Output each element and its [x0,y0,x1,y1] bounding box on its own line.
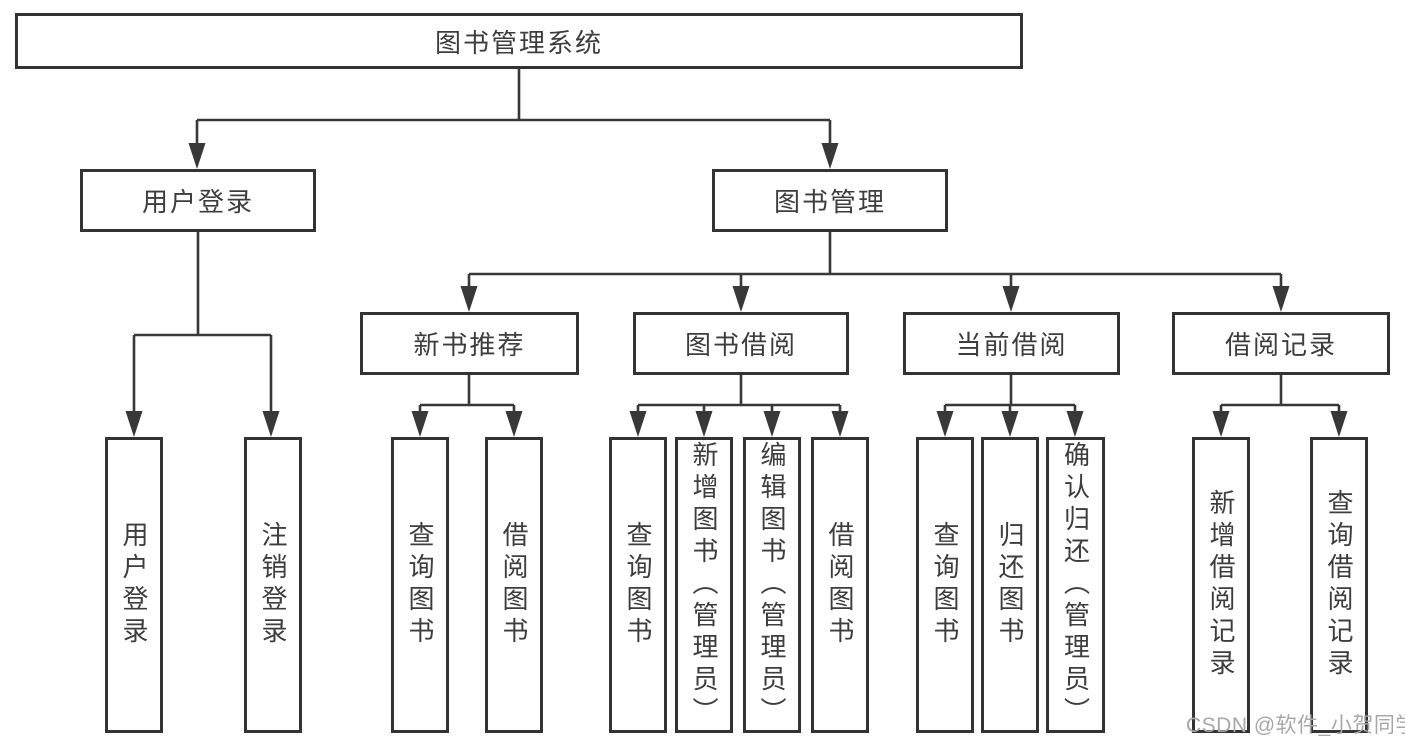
node-library-management-system: 图书管理系统 [15,13,1023,69]
node-label: 新增借阅记录 [1206,489,1236,681]
arrow-down-icon [831,411,849,437]
arrow-down-icon [1001,411,1019,437]
node-label: 查询借阅记录 [1324,489,1354,681]
connector-current-borrow-children [943,375,1077,418]
node-query-books-current: 查询图书 [916,437,974,733]
node-borrow-books-newrec: 借阅图书 [485,437,543,733]
node-borrowing-records: 借阅记录 [1172,312,1390,375]
node-label: 借阅记录 [1224,330,1337,360]
node-label: 确认归还（管理员） [1060,441,1091,729]
arrow-down-icon [821,143,839,169]
node-label: 查询图书 [623,521,653,649]
node-borrow-books-borrowing: 借阅图书 [811,437,869,733]
node-label: 新书推荐 [413,330,526,360]
connector-root-to-level2 [195,69,832,150]
node-add-borrow-record: 新增借阅记录 [1192,437,1250,733]
node-label: 当前借阅 [955,330,1068,360]
connector-new-book-children [418,375,516,418]
connector-book-mgmt-children [467,232,1283,293]
node-label: 编辑图书（管理员） [757,441,787,729]
node-user-login-leaf: 用户登录 [105,437,163,733]
arrow-down-icon [763,411,781,437]
node-add-book-admin: 新增图书（管理员） [675,437,733,733]
node-label: 借阅图书 [825,521,855,649]
node-user-login: 用户登录 [80,169,316,232]
node-label: 图书借阅 [684,330,797,360]
arrow-down-icon [1330,411,1348,437]
node-label: 图书管理系统 [434,27,603,58]
node-query-books-newrec: 查询图书 [391,437,449,733]
arrow-down-icon [505,411,523,437]
arrow-down-icon [695,411,713,437]
node-query-borrow-record: 查询借阅记录 [1310,437,1368,733]
node-label: 图书管理 [773,187,886,217]
arrow-down-icon [411,411,429,437]
node-query-books-borrowing: 查询图书 [609,437,667,733]
node-label: 查询图书 [930,521,960,649]
node-label: 用户登录 [141,187,254,217]
arrow-down-icon [1212,411,1230,437]
arrow-down-icon [629,411,647,437]
node-label: 新增图书（管理员） [689,441,719,729]
connector-user-login-children [132,232,273,418]
arrow-down-icon [1272,286,1290,312]
connector-borrow-records-children [1219,375,1341,418]
csdn-watermark: CSDN @软件_小贺同学 [1186,714,1405,737]
node-edit-book-admin: 编辑图书（管理员） [743,437,801,733]
arrow-down-icon [1002,286,1020,312]
node-label: 借阅图书 [499,521,529,649]
arrow-down-icon [262,411,280,437]
arrow-down-icon [125,411,143,437]
connector-book-borrow-children [636,375,842,418]
node-return-books: 归还图书 [981,437,1039,733]
node-current-borrowing: 当前借阅 [903,312,1120,375]
arrow-down-icon [188,143,206,169]
node-label: 归还图书 [995,521,1025,649]
arrow-down-icon [936,411,954,437]
node-label: 查询图书 [405,521,435,649]
node-label: 用户登录 [119,521,149,649]
node-new-book-recommendation: 新书推荐 [360,312,579,375]
node-book-borrowing: 图书借阅 [633,312,849,375]
node-confirm-return-admin: 确认归还（管理员） [1046,437,1105,733]
node-book-management: 图书管理 [712,169,948,232]
node-logout-leaf: 注销登录 [244,437,302,733]
arrow-down-icon [1066,411,1084,437]
node-label: 注销登录 [258,521,288,649]
arrow-down-icon [732,286,750,312]
arrow-down-icon [460,286,478,312]
